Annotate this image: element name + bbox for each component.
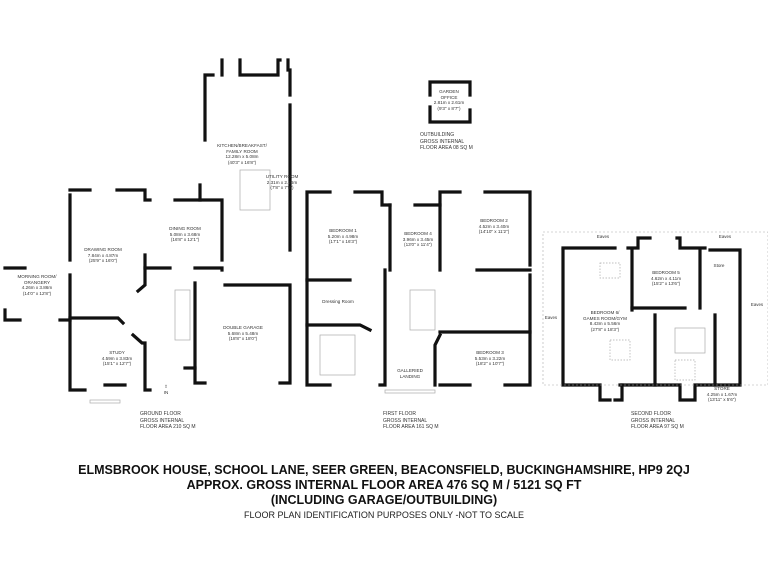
second-floor-walls — [561, 236, 742, 402]
total-floor-area: APPROX. GROSS INTERNAL FLOOR AREA 476 SQ… — [186, 478, 582, 492]
skylight — [609, 339, 631, 361]
disclaimer: FLOOR PLAN IDENTIFICATION PURPOSES ONLY … — [243, 510, 525, 520]
outbuilding-walls — [428, 80, 472, 97]
room-label-store-small: Store — [713, 263, 725, 268]
landing-bay-window — [384, 389, 436, 394]
first-floor-walls — [305, 190, 532, 387]
skylight — [599, 262, 621, 279]
staircase-ground — [174, 289, 191, 341]
staircase-second — [674, 327, 706, 354]
staircase-first — [409, 289, 436, 331]
eaves-label: Eaves — [596, 234, 610, 239]
study-bay-window — [89, 399, 121, 404]
entrance-label: ⇧IN — [163, 384, 169, 395]
room-label-dressing: Dressing Room — [322, 299, 354, 304]
including-note: (INCLUDING GARAGE/OUTBUILDING) — [270, 493, 498, 507]
eaves-label: Eaves — [718, 234, 732, 239]
eaves-label: Eaves — [750, 302, 764, 307]
eaves-label: Eaves — [544, 315, 558, 320]
ground-floor-walls — [3, 58, 292, 392]
eaves-outline — [542, 231, 768, 386]
kitchen-island — [239, 169, 271, 211]
property-address: ELMSBROOK HOUSE, SCHOOL LANE, SEER GREEN… — [78, 463, 690, 477]
bathroom-fittings — [319, 334, 356, 376]
skylight — [674, 359, 696, 381]
